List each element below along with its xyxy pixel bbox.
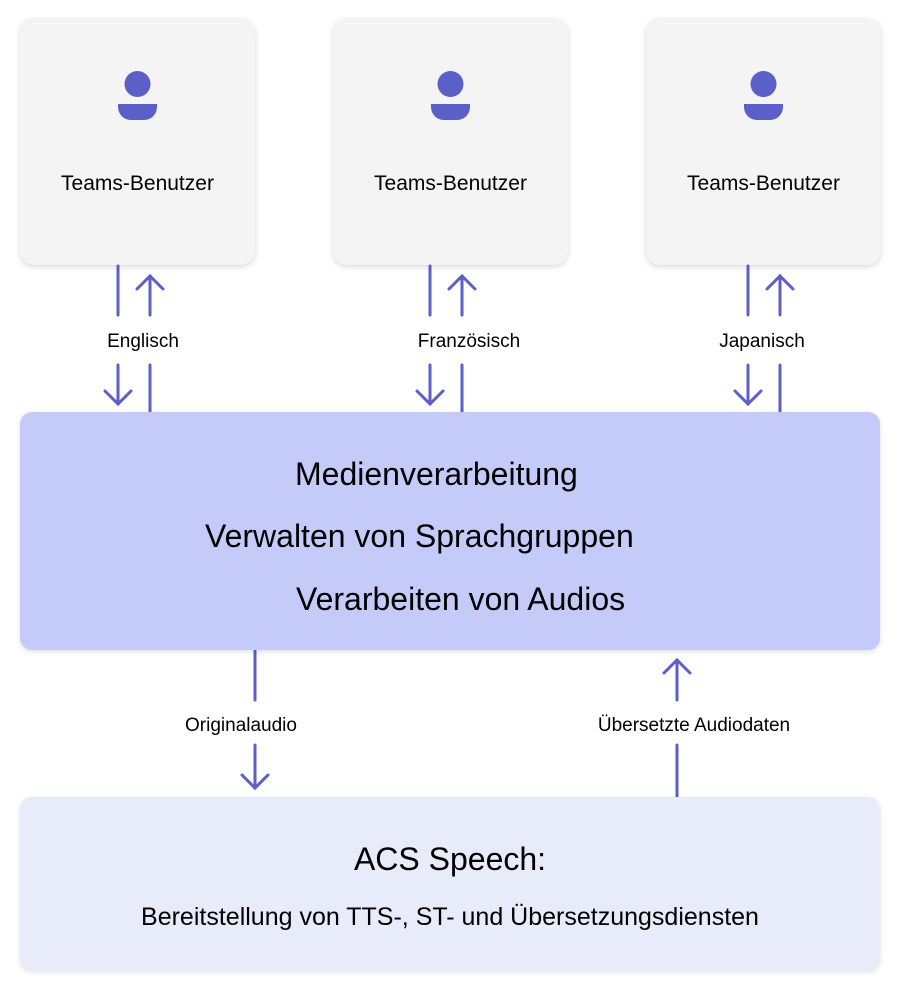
speech-subtitle: Bereitstellung von TTS-, ST- und Überset… (141, 903, 759, 931)
person-icon (118, 71, 157, 120)
arrow-pair-2 (415, 264, 477, 414)
media-line-language-groups: Verwalten von Sprachgruppen (205, 518, 634, 554)
teams-user-box-2: Teams-Benutzer (333, 18, 568, 265)
user-label: Teams-Benutzer (61, 172, 214, 195)
arrow-pair-1 (103, 264, 165, 414)
speech-title: ACS Speech: (353, 841, 547, 877)
arrow-pair-3 (733, 264, 795, 414)
original-audio-label: Originalaudio (185, 715, 297, 736)
language-label-japanese: Japanisch (719, 331, 805, 352)
arrow-down-original (240, 649, 270, 791)
acs-speech-box: ACS Speech: Bereitstellung von TTS-, ST-… (20, 797, 880, 970)
person-icon (744, 71, 783, 120)
translated-audio-label: Übersetzte Audiodaten (597, 715, 791, 736)
teams-user-box-1: Teams-Benutzer (20, 18, 255, 265)
arrow-up-translated (662, 657, 692, 799)
person-icon (431, 71, 470, 120)
language-label-french: Französisch (417, 331, 521, 352)
user-label: Teams-Benutzer (374, 172, 527, 195)
user-label: Teams-Benutzer (687, 172, 840, 195)
media-processing-box: Medienverarbeitung Verwalten von Sprachg… (20, 412, 880, 650)
media-title: Medienverarbeitung (295, 456, 578, 492)
media-line-audio: Verarbeiten von Audios (296, 581, 626, 617)
teams-user-box-3: Teams-Benutzer (646, 18, 881, 265)
language-label-english: Englisch (107, 331, 179, 352)
